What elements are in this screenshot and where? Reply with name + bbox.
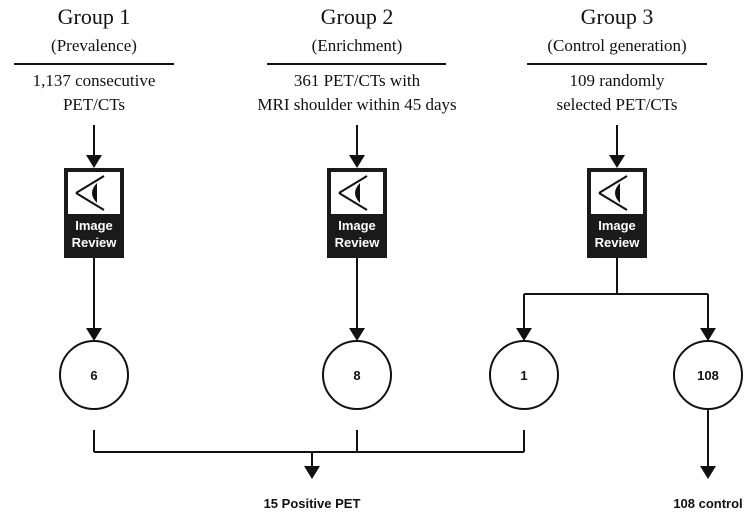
group-3-title: Group 3 (581, 4, 654, 29)
arrow-group-2-to-review (349, 125, 365, 168)
group-2-title: Group 2 (321, 4, 394, 29)
count-value: 6 (90, 368, 97, 383)
image-review-box-3: Image Review (587, 168, 647, 258)
group-1-subtitle: (Prevalence) (51, 36, 137, 55)
count-circle-group-2: 8 (322, 340, 392, 410)
group-2-description-line-1: 361 PET/CTs with (294, 71, 421, 90)
arrow-to-control (700, 409, 716, 479)
split-connector-group-3 (516, 258, 716, 341)
positive-pet-outcome: 15 Positive PET (264, 496, 361, 511)
group-3-subtitle: (Control generation) (547, 36, 686, 55)
arrow-review-1-to-count (86, 258, 102, 341)
control-outcome: 108 control (673, 496, 742, 511)
image-review-box-2: Image Review (327, 168, 387, 258)
image-review-label-line-2: Review (72, 235, 118, 250)
group-1-description-line-2: PET/CTs (63, 95, 125, 114)
group-2-header: Group 2 (Enrichment) 361 PET/CTs with MR… (257, 4, 456, 114)
image-review-label-line-1: Image (338, 218, 376, 233)
count-circle-group-3-control: 108 (673, 340, 743, 410)
image-review-label-line-2: Review (595, 235, 641, 250)
arrow-review-2-to-count (349, 258, 365, 341)
image-review-label-line-1: Image (598, 218, 636, 233)
group-1-description-line-1: 1,137 consecutive (33, 71, 156, 90)
group-1-title: Group 1 (58, 4, 131, 29)
group-1-header: Group 1 (Prevalence) 1,137 consecutive P… (14, 4, 174, 114)
image-review-label-line-1: Image (75, 218, 113, 233)
count-value: 8 (353, 368, 360, 383)
count-value: 108 (697, 368, 719, 383)
group-3-header: Group 3 (Control generation) 109 randoml… (527, 4, 707, 114)
group-3-description-line-1: 109 randomly (570, 71, 665, 90)
eye-icon (75, 175, 105, 211)
eye-icon (338, 175, 368, 211)
group-3-description-line-2: selected PET/CTs (556, 95, 677, 114)
eye-icon (598, 175, 628, 211)
arrow-group-3-to-review (609, 125, 625, 168)
group-2-subtitle: (Enrichment) (312, 36, 403, 55)
count-value: 1 (520, 368, 527, 383)
group-2-description-line-2: MRI shoulder within 45 days (257, 95, 456, 114)
merge-bracket-positive (93, 430, 525, 479)
image-review-label-line-2: Review (335, 235, 381, 250)
image-review-box-1: Image Review (64, 168, 124, 258)
count-circle-group-1: 6 (59, 340, 129, 410)
arrow-group-1-to-review (86, 125, 102, 168)
count-circle-group-3-positive: 1 (489, 340, 559, 410)
